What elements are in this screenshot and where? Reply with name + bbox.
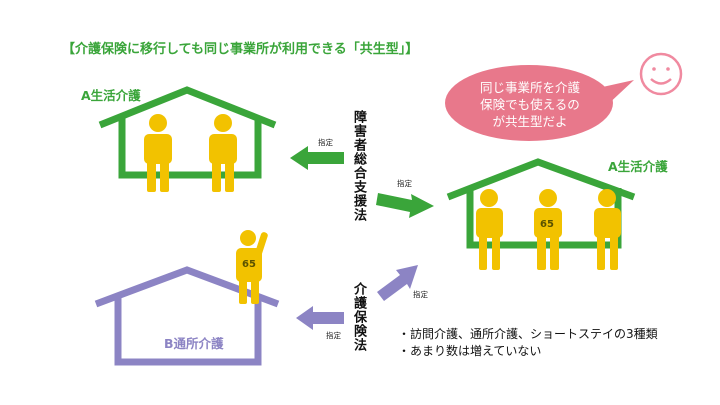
speech-line: 同じ事業所を介護 (479, 80, 580, 95)
house-label-a-left: A生活介護 (81, 88, 141, 103)
house-label-b-left: B通所介護 (164, 336, 224, 351)
senior-person-figure (534, 189, 562, 270)
senior-person-figure (236, 230, 268, 304)
bullet-item: ・訪問介護、通所介護、ショートステイの3種類 (398, 327, 658, 341)
bullet-item: ・あまり数は増えていない (398, 344, 542, 359)
arrow-purple-up (377, 265, 418, 301)
person-figure (144, 114, 172, 192)
age-badge: 65 (242, 259, 256, 270)
arrow-purple-left (296, 306, 344, 330)
person-figure (209, 114, 237, 192)
person-figure (476, 189, 503, 270)
law-label-disability: 障害者総合支援法 (351, 110, 366, 222)
designation-label: 指定 (413, 290, 428, 299)
arrow-green-right (376, 193, 434, 218)
house-b-left (94, 266, 280, 366)
house-label-a-right: A生活介護 (608, 159, 668, 174)
speech-line: 保険でも使えるの (480, 96, 580, 112)
arrow-green-left (290, 146, 344, 170)
speech-bubble-text: 同じ事業所を介護 保険でも使えるの が共生型だよ (462, 80, 598, 131)
age-badge: 65 (540, 219, 554, 230)
smiley-icon (639, 52, 683, 96)
bullet-list: ・訪問介護、通所介護、ショートステイの3種類 ・あまり数は増えていない (398, 326, 658, 361)
house-a-left (98, 86, 277, 179)
designation-label: 指定 (326, 331, 341, 340)
law-label-care: 介護保険法 (351, 282, 366, 352)
speech-line: が共生型だよ (492, 113, 568, 129)
person-figure (594, 189, 621, 270)
designation-label: 指定 (397, 179, 412, 188)
designation-label: 指定 (318, 138, 333, 147)
speech-bubble (445, 65, 634, 141)
page-title: 【介護保険に移行しても同じ事業所が利用できる「共生型」】 (62, 42, 419, 57)
